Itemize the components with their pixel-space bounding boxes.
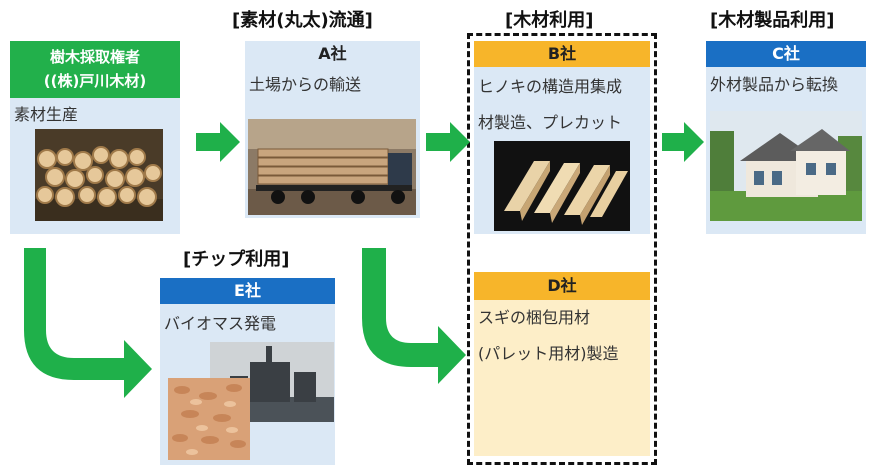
- origin-box: 樹木採取権者 ((株)戸川木材) 素材生産: [10, 41, 180, 234]
- house-photo: [710, 111, 862, 221]
- b-desc-line1: ヒノキの構造用集成: [478, 77, 623, 96]
- timber-use-dashed-frame: [467, 33, 657, 465]
- a-desc: 土場からの輸送: [249, 75, 362, 94]
- arrow-b-to-c: [662, 122, 704, 162]
- log-truck-photo: [248, 119, 416, 215]
- origin-header-line1: 樹木採取権者: [49, 48, 140, 66]
- c-box: C社 外材製品から転換: [706, 41, 866, 234]
- origin-header-line2: ((株)戸川木材): [43, 72, 147, 90]
- a-box: A社 土場からの輸送: [245, 41, 420, 218]
- d-desc-line2: (パレット用材)製造: [478, 344, 619, 363]
- b-header: B社: [474, 41, 650, 67]
- c-desc: 外材製品から転換: [710, 75, 839, 94]
- b-desc-line2: 材製造、プレカット: [478, 113, 623, 132]
- c-header: C社: [706, 41, 866, 67]
- section-label-chip-use: [チップ利用]: [183, 249, 290, 270]
- section-label-product-use: [木材製品利用]: [710, 10, 835, 31]
- arrow-origin-to-a: [196, 122, 240, 162]
- d-header: D社: [474, 272, 650, 300]
- arrow-a-to-b: [426, 122, 470, 162]
- log-pile-photo: [35, 129, 163, 221]
- wood-chip-photo: [168, 378, 250, 460]
- e-desc: バイオマス発電: [164, 314, 277, 333]
- arrow-origin-to-e: [24, 248, 152, 398]
- b-box: B社 ヒノキの構造用集成 材製造、プレカット: [474, 41, 650, 234]
- section-label-timber-use: [木材利用]: [505, 10, 594, 31]
- e-header: E社: [160, 278, 335, 304]
- origin-desc: 素材生産: [14, 105, 79, 124]
- d-desc-line1: スギの梱包用材: [478, 308, 591, 327]
- d-box: D社 スギの梱包用材 (パレット用材)製造: [474, 272, 650, 456]
- origin-header: 樹木採取権者 ((株)戸川木材): [10, 41, 180, 98]
- arrow-a-to-d: [362, 248, 466, 384]
- e-box: E社 バイオマス発電: [160, 278, 335, 465]
- laminated-lumber-photo: [494, 141, 630, 231]
- section-label-distribution: [素材(丸太)流通]: [232, 10, 373, 31]
- a-header: A社: [245, 41, 420, 67]
